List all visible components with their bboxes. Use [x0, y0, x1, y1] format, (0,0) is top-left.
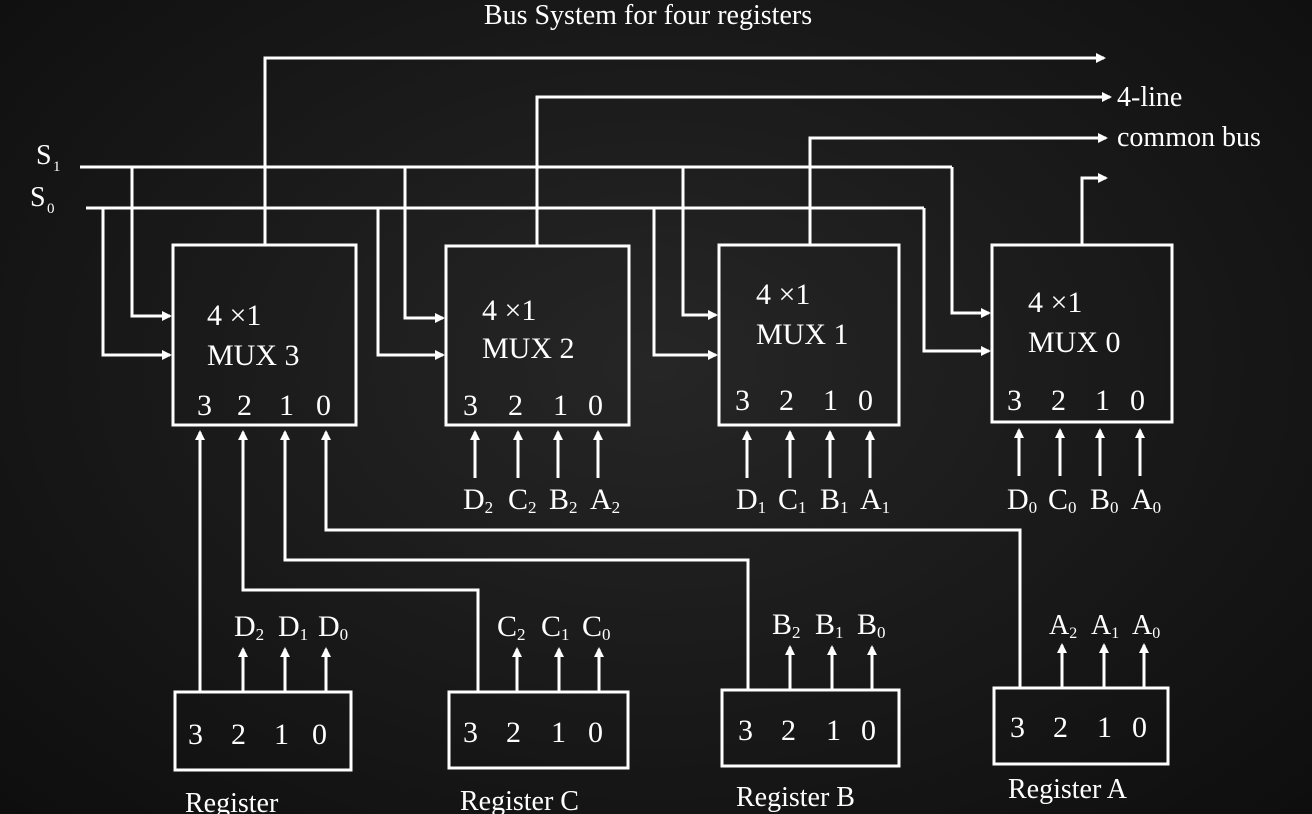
svg-text:3: 3 — [738, 714, 753, 747]
register-c: 3 2 1 0 Register C C2 C1 C0 — [447, 610, 630, 814]
svg-text:C0: C0 — [1048, 483, 1077, 517]
svg-text:A1: A1 — [860, 483, 890, 517]
bus-label-line1: 4-line — [1117, 82, 1182, 113]
svg-text:0: 0 — [1132, 711, 1147, 744]
mux-2-in-3: 3 — [463, 389, 478, 422]
mux-1-in-2: 2 — [779, 384, 794, 417]
svg-text:D2: D2 — [463, 483, 493, 517]
select-wires — [80, 165, 991, 360]
mux-3-input-wires — [195, 430, 1022, 692]
svg-text:0: 0 — [588, 716, 603, 749]
svg-text:A0: A0 — [1131, 483, 1161, 517]
mux-3-label: MUX 3 — [207, 339, 300, 372]
diagram-title: Bus System for four registers — [484, 0, 812, 31]
mux-0-in-3: 3 — [1007, 384, 1022, 417]
svg-text:C2: C2 — [508, 483, 537, 517]
register-a: 3 2 1 0 Register A A2 A1 A0 — [992, 610, 1170, 805]
mux-2-size: 4 ×1 — [482, 294, 536, 327]
mux-0-data-labels: D0 C0 B0 A0 — [1007, 483, 1161, 517]
mux-2: 4 ×1 MUX 2 3 2 1 0 — [444, 244, 631, 427]
register-c-name: Register C — [460, 786, 579, 814]
mux-1-data-labels: D1 C1 B1 A1 — [736, 483, 890, 517]
mux-1: 4 ×1 MUX 1 3 2 1 0 — [717, 243, 901, 427]
bus-label-line2: common bus — [1117, 122, 1261, 153]
svg-text:1: 1 — [274, 718, 289, 751]
svg-text:2: 2 — [1053, 711, 1068, 744]
mux-1-in-1: 1 — [823, 384, 838, 417]
mux-0-label: MUX 0 — [1028, 326, 1121, 359]
mux-data-input-arrows — [470, 428, 1145, 478]
mux-2-in-0: 0 — [588, 389, 603, 422]
mux-2-in-2: 2 — [508, 389, 523, 422]
svg-text:2: 2 — [781, 714, 796, 747]
svg-text:B0: B0 — [857, 608, 886, 642]
svg-text:A0: A0 — [1132, 610, 1160, 642]
svg-text:B0: B0 — [1090, 483, 1119, 517]
select-label-s1: S 1 — [36, 140, 61, 175]
svg-text:B2: B2 — [772, 608, 801, 642]
svg-text:D2: D2 — [234, 610, 264, 644]
svg-text:2: 2 — [506, 716, 521, 749]
svg-text:1: 1 — [551, 716, 566, 749]
register-b: 3 2 1 0 Register B B2 B1 B0 — [720, 608, 901, 813]
svg-text:3: 3 — [188, 718, 203, 751]
mux-3-in-0: 0 — [316, 389, 331, 422]
mux-3-in-1: 1 — [279, 389, 294, 422]
mux-2-label: MUX 2 — [482, 332, 575, 365]
mux-0: 4 ×1 MUX 0 3 2 1 0 — [990, 243, 1174, 424]
mux-2-in-1: 1 — [553, 389, 568, 422]
mux-0-in-2: 2 — [1051, 384, 1066, 417]
register-b-name: Register B — [736, 782, 855, 813]
svg-text:0: 0 — [312, 718, 327, 751]
svg-text:1: 1 — [826, 714, 841, 747]
mux-1-size: 4 ×1 — [756, 278, 810, 311]
register-d: 3 2 1 0 Register D2 D1 D0 — [173, 610, 353, 814]
mux-3-size: 4 ×1 — [207, 299, 261, 332]
bus-line-3 — [263, 53, 1106, 245]
mux-0-in-0: 0 — [1130, 384, 1145, 417]
svg-text:0: 0 — [47, 201, 55, 217]
svg-text:D0: D0 — [1007, 483, 1037, 517]
mux-2-data-labels: D2 C2 B2 A2 — [463, 483, 620, 517]
mux-1-in-0: 0 — [858, 384, 873, 417]
svg-text:A2: A2 — [590, 483, 620, 517]
svg-text:B1: B1 — [820, 483, 849, 517]
svg-text:0: 0 — [861, 714, 876, 747]
select-label-s0: S 0 — [30, 182, 55, 217]
svg-text:C2: C2 — [497, 610, 526, 644]
svg-text:D1: D1 — [278, 610, 308, 644]
mux-3: 4 ×1 MUX 3 3 2 1 0 — [171, 243, 358, 427]
mux-1-label: MUX 1 — [756, 318, 849, 351]
svg-text:S: S — [30, 182, 46, 213]
svg-text:3: 3 — [1010, 711, 1025, 744]
svg-text:B1: B1 — [815, 608, 844, 642]
bus-line-1 — [808, 133, 1108, 245]
mux-1-in-3: 3 — [735, 384, 750, 417]
svg-text:3: 3 — [463, 716, 478, 749]
svg-text:2: 2 — [231, 718, 246, 751]
bus-output-wires — [263, 53, 1112, 245]
svg-text:C1: C1 — [778, 483, 807, 517]
svg-text:1: 1 — [53, 159, 61, 175]
svg-text:1: 1 — [1097, 711, 1112, 744]
svg-text:A2: A2 — [1049, 610, 1077, 642]
svg-text:C1: C1 — [541, 610, 570, 644]
svg-text:C0: C0 — [582, 610, 611, 644]
mux-3-in-3: 3 — [197, 389, 212, 422]
mux-0-size: 4 ×1 — [1028, 286, 1082, 319]
mux-3-in-2: 2 — [237, 389, 252, 422]
bus-line-0 — [1080, 173, 1108, 245]
svg-text:D0: D0 — [318, 610, 348, 644]
register-a-name: Register A — [1008, 774, 1128, 805]
bus-line-2 — [535, 92, 1112, 245]
svg-text:B2: B2 — [549, 483, 578, 517]
svg-text:S: S — [36, 140, 52, 171]
svg-text:A1: A1 — [1091, 610, 1119, 642]
mux-0-in-1: 1 — [1095, 384, 1110, 417]
register-d-name: Register — [185, 788, 279, 814]
svg-text:D1: D1 — [736, 483, 766, 517]
